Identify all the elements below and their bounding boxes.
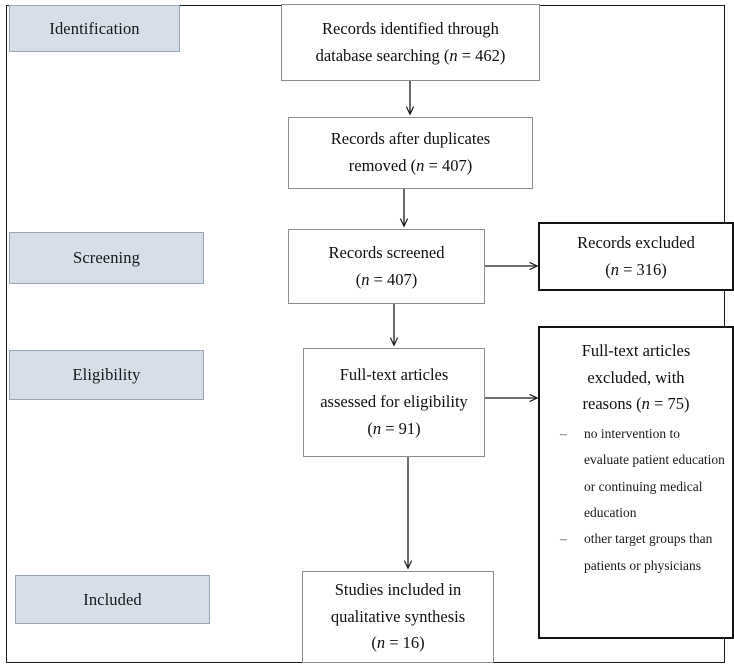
box-studies-included-line2: qualitative synthesis (330, 606, 466, 626)
box-studies-included-line3: (n = 16) (371, 630, 424, 657)
box-records-identified-line2-suffix: = 462) (457, 45, 506, 65)
bullet-dash-icon: – (560, 426, 567, 442)
box-fulltext-assessed-n-symbol: n (372, 418, 382, 438)
stage-label-included-text: Included (83, 589, 142, 609)
box-fulltext-excluded-line2: excluded, with (587, 367, 685, 387)
box-records-excluded: Records excluded (n = 316) (538, 222, 734, 291)
box-dedup-n-symbol: n (416, 156, 425, 175)
box-records-identified-line2: database searching (n = 462) (316, 43, 506, 70)
exclusion-reason-text: other target groups than patients or phy… (584, 531, 713, 573)
box-screened-line1: Records screened (328, 242, 445, 262)
stage-label-identification: Identification (9, 5, 180, 52)
box-screened-line2-suffix: = 407) (369, 269, 418, 289)
box-records-identified-line1: Records identified through (322, 18, 499, 38)
box-screened-line2-prefix: ( (355, 269, 362, 289)
exclusion-reasons-list: – no intervention to evaluate patient ed… (546, 421, 726, 579)
box-fulltext-excluded-line3-prefix: reasons ( (582, 394, 642, 414)
box-dedup-line1: Records after duplicates (330, 129, 491, 149)
box-fulltext-assessed: Full-text articles assessed for eligibil… (303, 348, 485, 457)
box-records-excluded-line2-prefix: ( (605, 259, 611, 279)
box-records-identified-n-symbol: n (449, 45, 458, 65)
box-screened-line2: (n = 407) (356, 267, 418, 294)
box-records-excluded-line2: (n = 316) (605, 257, 667, 284)
box-fulltext-assessed-line3-prefix: ( (367, 418, 373, 438)
stage-label-screening-text: Screening (73, 248, 140, 267)
box-records-excluded-n-symbol: n (610, 259, 619, 279)
box-fulltext-assessed-line2: assessed for eligibility (320, 392, 468, 412)
box-records-screened: Records screened (n = 407) (288, 229, 485, 304)
box-screened-n-symbol: n (361, 269, 370, 289)
box-records-after-duplicates-removed: Records after duplicates removed (n = 40… (288, 117, 533, 189)
box-studies-included: Studies included in qualitative synthesi… (302, 571, 494, 663)
exclusion-reason-text: no intervention to evaluate patient educ… (584, 426, 725, 521)
bullet-dash-icon: – (560, 531, 567, 547)
box-fulltext-excluded-line1: Full-text articles (581, 341, 691, 360)
box-dedup-line2-prefix: removed ( (348, 156, 417, 175)
stage-label-screening: Screening (9, 232, 204, 284)
exclusion-reason-item: – other target groups than patients or p… (546, 526, 726, 579)
stage-label-included: Included (15, 575, 210, 624)
box-fulltext-assessed-line1: Full-text articles (339, 365, 449, 385)
box-records-identified-line2-prefix: database searching ( (315, 45, 450, 65)
box-studies-included-line3-suffix: = 16) (385, 633, 425, 653)
box-studies-included-line3-prefix: ( (371, 633, 377, 653)
box-records-excluded-line1: Records excluded (577, 232, 695, 252)
box-fulltext-assessed-line3: (n = 91) (367, 416, 420, 443)
box-fulltext-excluded-line3-suffix: = 75) (649, 394, 690, 414)
box-fulltext-excluded-line3: reasons (n = 75) (546, 391, 726, 418)
box-studies-included-n-symbol: n (376, 633, 386, 653)
box-dedup-line2-suffix: = 407) (424, 156, 473, 175)
box-fulltext-excluded-reasons: Full-text articles excluded, with reason… (538, 326, 734, 639)
exclusion-reason-item: – no intervention to evaluate patient ed… (546, 421, 726, 526)
box-fulltext-excluded-n-symbol: n (641, 394, 650, 414)
box-fulltext-excluded-heading: Full-text articles excluded, with reason… (546, 338, 726, 418)
box-fulltext-assessed-line3-suffix: = 91) (381, 418, 421, 438)
stage-label-eligibility-text: Eligibility (72, 365, 141, 384)
box-records-identified: Records identified through database sear… (281, 4, 540, 81)
stage-label-identification-text: Identification (49, 18, 140, 38)
box-dedup-line2: removed (n = 407) (349, 153, 472, 180)
box-records-excluded-line2-suffix: = 316) (618, 259, 667, 279)
box-studies-included-line1: Studies included in (334, 579, 462, 599)
stage-label-eligibility: Eligibility (9, 350, 204, 400)
